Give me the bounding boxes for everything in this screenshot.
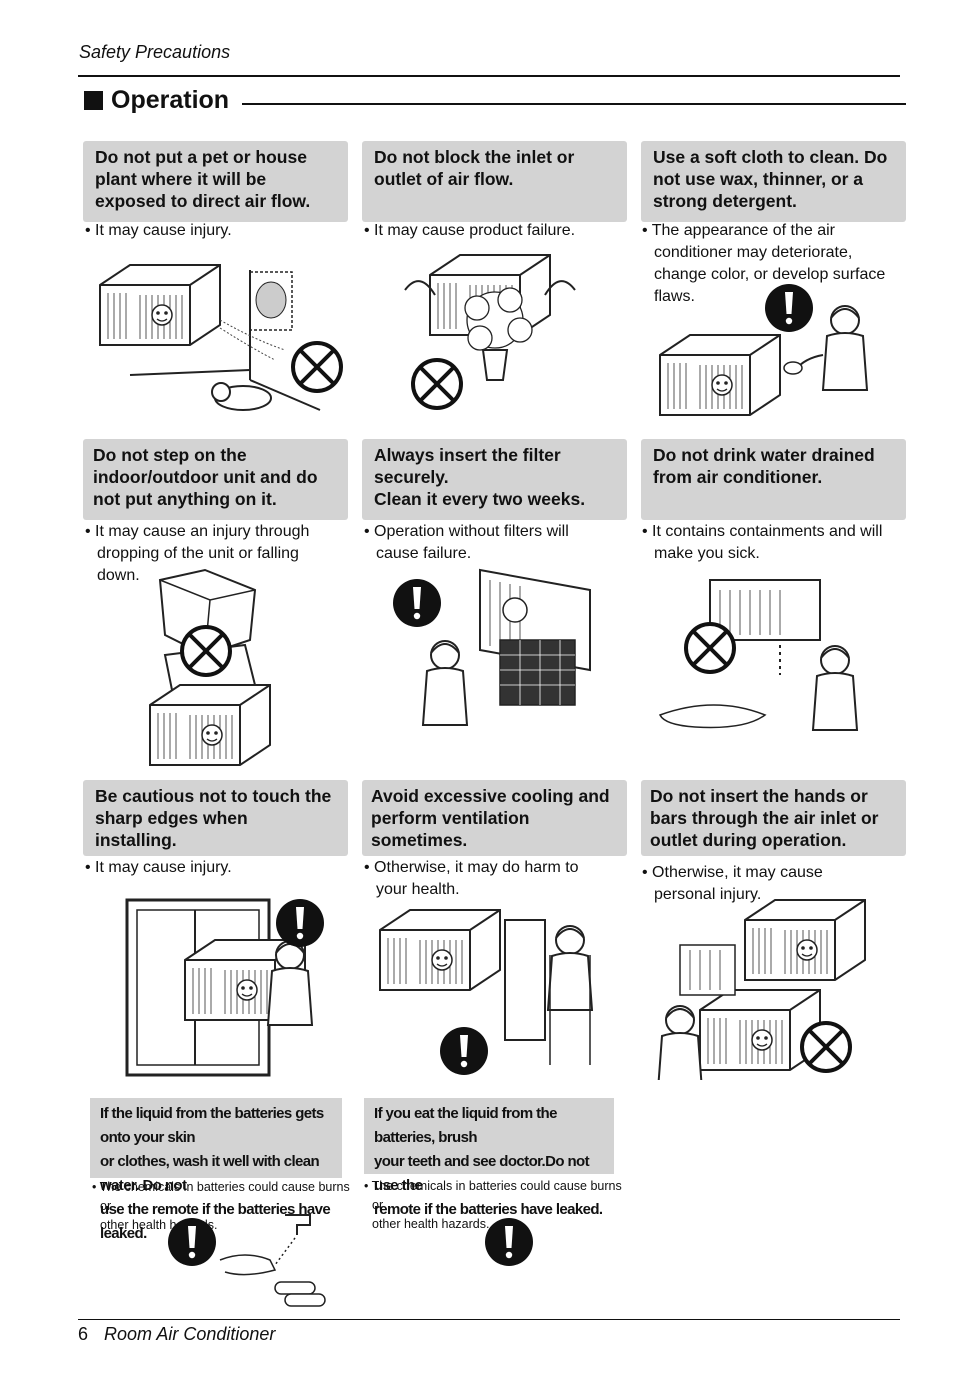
card-1-note: • It may cause injury. bbox=[85, 222, 232, 239]
card-5-title: Always insert the filter securely. Clean… bbox=[362, 439, 627, 520]
card-3-note: • The appearance of the air conditioner … bbox=[642, 222, 886, 305]
card-7-title: Be cautious not to touch the sharp edges… bbox=[83, 780, 348, 856]
card-4-prohibited-icon bbox=[180, 625, 232, 677]
card-6-note: • It contains containments and will make… bbox=[642, 523, 883, 562]
battery-card-1-title: If the liquid from the batteries gets on… bbox=[90, 1098, 342, 1242]
section-rule bbox=[242, 103, 906, 105]
card-5-note: • Operation without filters will cause f… bbox=[364, 523, 569, 562]
card-8-mandatory-icon bbox=[440, 1027, 488, 1075]
illustration-wash-hands bbox=[219, 1214, 326, 1307]
section-square-bullet-icon bbox=[84, 91, 103, 110]
illustration-filter-insert bbox=[422, 568, 591, 726]
card-1-prohibited-icon bbox=[291, 341, 343, 393]
page-number: 6 bbox=[78, 1324, 89, 1344]
illustration-pet-airflow bbox=[99, 264, 321, 411]
card-8-note: • Otherwise, it may do harm to your heal… bbox=[364, 859, 579, 898]
footer-rule bbox=[78, 1319, 900, 1320]
card-3-title: Use a soft cloth to clean. Do not use wa… bbox=[641, 141, 906, 222]
illustration-ventilation bbox=[379, 909, 593, 1065]
footer-title: Room Air Conditioner bbox=[104, 1324, 276, 1344]
running-header: Safety Precautions bbox=[79, 42, 231, 62]
card-9-prohibited-icon bbox=[800, 1021, 852, 1073]
card-8-title: Avoid excessive cooling and perform vent… bbox=[362, 780, 627, 856]
card-6-prohibited-icon bbox=[684, 622, 736, 674]
illustration-soft-cloth bbox=[659, 305, 868, 416]
illustration-plant-blocking bbox=[404, 254, 576, 381]
card-2-note: • It may cause product failure. bbox=[364, 222, 576, 239]
card-9-title: Do not insert the hands or bars through … bbox=[641, 780, 906, 856]
battery-card-2-mandatory-icon bbox=[485, 1218, 533, 1266]
card-7-mandatory-icon bbox=[276, 899, 324, 947]
card-6-title: Do not drink water drained from air cond… bbox=[641, 439, 906, 520]
card-2-title: Do not block the inlet or outlet of air … bbox=[362, 141, 627, 222]
battery-card-2-title: If you eat the liquid from the batteries… bbox=[364, 1098, 614, 1218]
card-9-note: • Otherwise, it may cause personal injur… bbox=[642, 864, 823, 903]
card-2-prohibited-icon bbox=[411, 358, 463, 410]
section-heading: Operation bbox=[84, 86, 229, 115]
card-7-note: • It may cause injury. bbox=[85, 859, 232, 876]
header-rule bbox=[78, 75, 900, 77]
card-4-title: Do not step on the indoor/outdoor unit a… bbox=[83, 439, 348, 520]
card-1-title: Do not put a pet or house plant where it… bbox=[83, 141, 348, 222]
illustration-drain-water bbox=[658, 579, 858, 731]
illustration-sharp-edges bbox=[125, 898, 313, 1077]
illustration-hands-in-inlet bbox=[657, 899, 866, 1080]
battery-card-2-note: • The chemicals in batteries could cause… bbox=[364, 1179, 622, 1231]
page-footer: 6 Room Air Conditioner bbox=[78, 1324, 275, 1345]
battery-card-1-mandatory-icon bbox=[168, 1218, 216, 1266]
card-4-note: • It may cause an injury through droppin… bbox=[85, 523, 310, 584]
section-title: Operation bbox=[111, 86, 230, 114]
